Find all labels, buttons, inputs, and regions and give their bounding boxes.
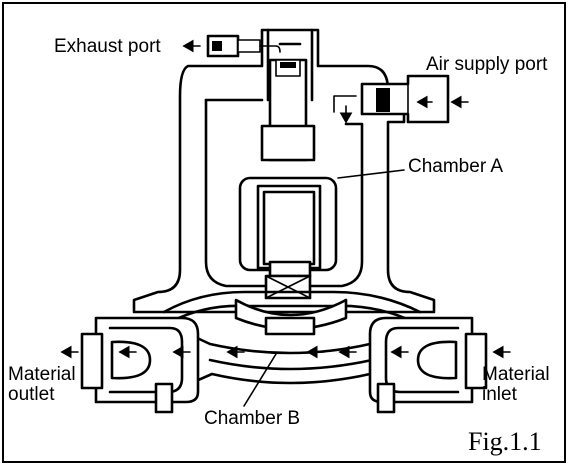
- diaphragm: [162, 290, 422, 336]
- flow-arrows: [60, 39, 511, 359]
- chamber-a-leader: [337, 169, 405, 179]
- exhaust-fitting: [206, 34, 281, 58]
- chamber-a-label: Chamber A: [408, 156, 503, 177]
- figure-caption: Fig.1.1: [468, 427, 542, 456]
- exhaust-port-label: Exhaust port: [54, 36, 161, 57]
- air-supply-port-label: Air supply port: [426, 54, 548, 75]
- chamber-b-label: Chamber B: [204, 408, 300, 429]
- air-supply-fitting: [333, 74, 450, 124]
- piston-assembly: [238, 58, 338, 300]
- pump-housing: [132, 28, 436, 314]
- material-outlet-label-line1: Material: [8, 364, 76, 385]
- material-inlet-label-line1: Material: [482, 364, 550, 385]
- material-inlet-label-line2: inlet: [482, 384, 518, 405]
- chamber-b-leader: [243, 353, 277, 407]
- material-outlet-label-line2: outlet: [8, 384, 55, 405]
- lower-body: [80, 316, 488, 414]
